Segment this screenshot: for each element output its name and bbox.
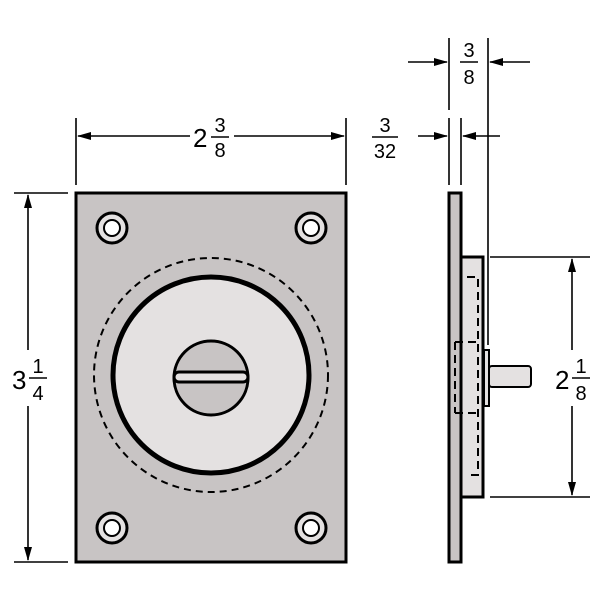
dim-num: 1 bbox=[32, 356, 43, 378]
hidden-cup-outline bbox=[93, 257, 329, 493]
side-body bbox=[459, 255, 485, 499]
dim-whole: 2 bbox=[555, 365, 569, 395]
dim-num: 1 bbox=[575, 356, 586, 378]
dim-den: 32 bbox=[374, 141, 396, 163]
dim-whole: 3 bbox=[12, 365, 26, 395]
dimension-depth: 3 8 bbox=[408, 38, 530, 345]
screw-hole-inner bbox=[103, 519, 121, 537]
dim-num: 3 bbox=[214, 115, 225, 137]
dimension-height: 3 1 4 bbox=[10, 192, 68, 563]
dimension-body-height: 2 1 8 bbox=[490, 256, 594, 498]
front-view bbox=[74, 191, 348, 564]
screw-hole-inner bbox=[103, 219, 121, 237]
dim-num: 3 bbox=[463, 40, 474, 62]
dimension-plate-thickness: 3 32 bbox=[372, 115, 500, 185]
screw-holes bbox=[95, 211, 328, 545]
dim-den: 4 bbox=[32, 383, 43, 405]
dim-den: 8 bbox=[575, 383, 586, 405]
dimension-width: 2 3 8 bbox=[75, 112, 347, 185]
side-plate bbox=[447, 191, 463, 564]
dim-den: 8 bbox=[214, 140, 225, 162]
screw-hole-inner bbox=[302, 219, 320, 237]
dim-den: 8 bbox=[463, 67, 474, 89]
knob-slot bbox=[172, 370, 250, 384]
side-view bbox=[447, 191, 532, 564]
pin bbox=[488, 365, 532, 388]
hidden-lines bbox=[467, 276, 479, 476]
dim-num: 3 bbox=[379, 115, 390, 137]
dim-whole: 2 bbox=[193, 123, 207, 153]
hidden-lines bbox=[454, 341, 478, 414]
screw-hole-inner bbox=[302, 519, 320, 537]
